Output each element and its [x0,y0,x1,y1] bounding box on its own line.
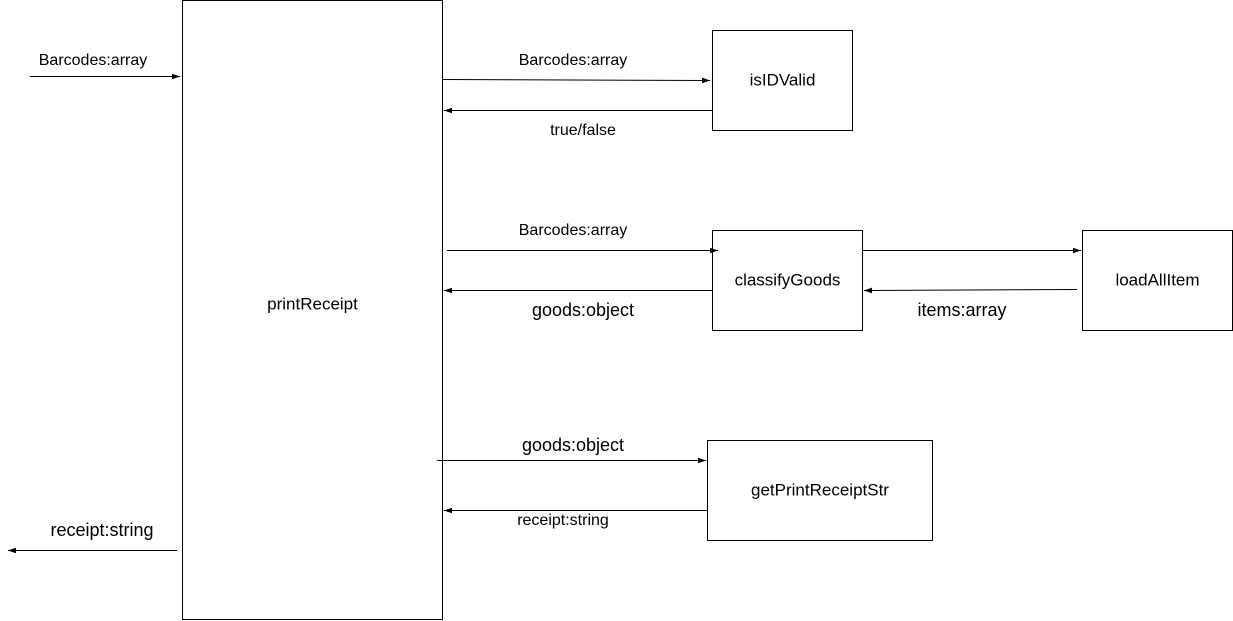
node-is-id-valid-label: isIDValid [750,70,816,89]
edge-input-barcodes: Barcodes:array [30,52,180,80]
node-get-print-receipt-str: getPrintReceiptStr [707,440,933,541]
edge-from-is-id-valid-label: true/false [550,122,616,139]
edge-from-classify-goods: goods:object [444,287,712,320]
node-is-id-valid: isIDValid [712,30,853,131]
node-print-receipt: printReceipt [182,0,443,620]
edge-output-receipt: receipt:string [8,520,177,554]
edge-to-get-print-receipt-str-label: goods:object [522,435,624,455]
edge-output-receipt-label: receipt:string [50,520,153,540]
edge-from-classify-goods-label: goods:object [532,300,634,320]
edge-from-load-all-item-label: items:array [917,300,1006,320]
edge-input-barcodes-label: Barcodes:array [39,52,148,69]
edge-to-is-id-valid-label: Barcodes:array [519,52,628,69]
node-print-receipt-label: printReceipt [267,294,358,313]
edge-to-classify-goods-label: Barcodes:array [519,222,628,239]
edge-from-load-all-item: items:array [863,287,1078,320]
edge-to-get-print-receipt-str: goods:object [437,435,706,464]
edge-from-is-id-valid: true/false [444,107,712,139]
edge-to-is-id-valid-arrow [442,77,711,84]
edge-from-get-print-receipt-str-label: receipt:string [517,512,609,529]
node-classify-goods: classifyGoods [712,230,863,331]
edge-to-classify-goods: Barcodes:array [447,222,718,254]
node-get-print-receipt-str-label: getPrintReceiptStr [751,480,889,499]
edge-from-load-all-item-arrow [863,287,1078,294]
node-classify-goods-label: classifyGoods [735,270,841,289]
node-load-all-item-label: loadAllItem [1115,270,1199,289]
edge-to-is-id-valid: Barcodes:array [442,52,711,84]
node-load-all-item: loadAllItem [1082,230,1233,331]
edge-from-get-print-receipt-str: receipt:string [444,507,707,529]
